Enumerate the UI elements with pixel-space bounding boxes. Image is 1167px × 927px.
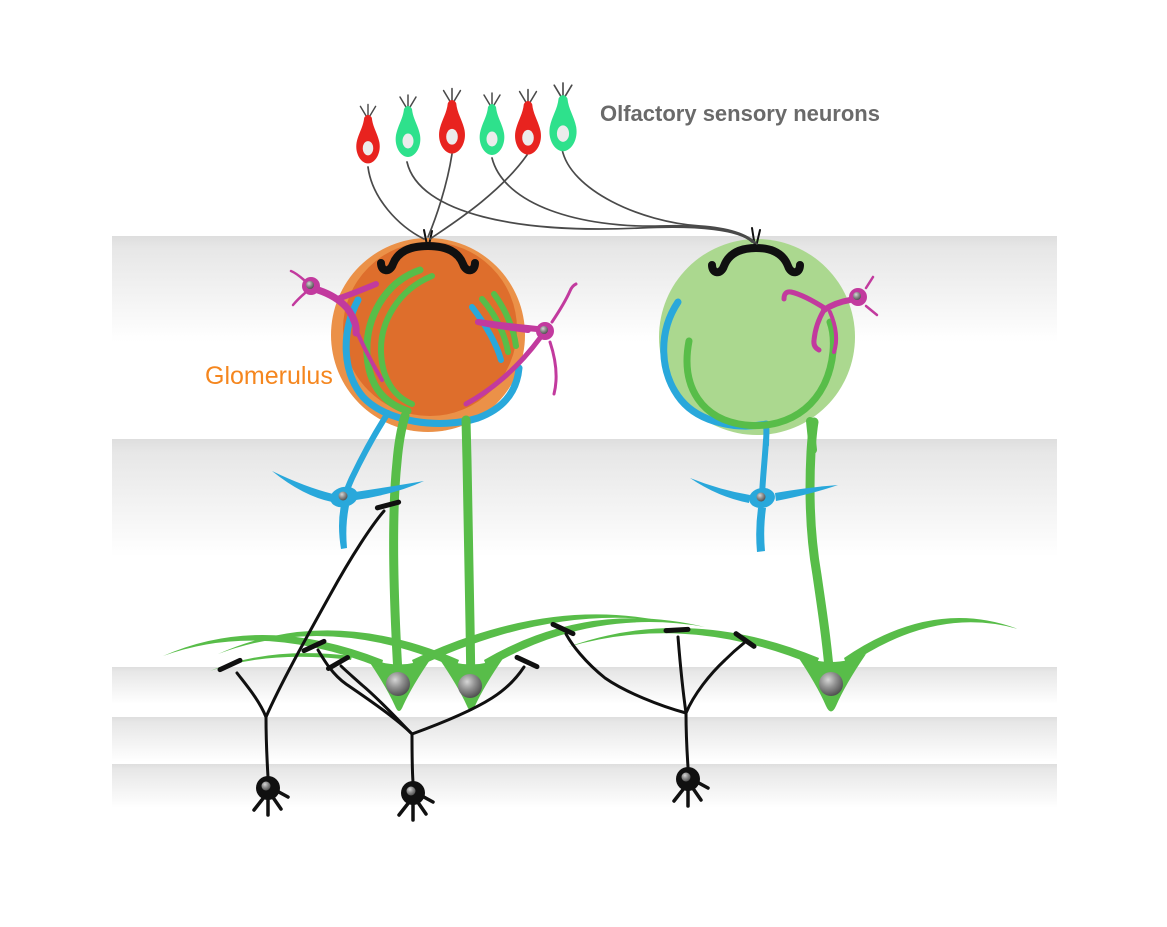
mitral-cells	[163, 411, 1018, 712]
sac-left-nucleus	[338, 491, 348, 501]
osn4-nucleus	[486, 131, 498, 147]
osn1-cilia	[359, 103, 377, 117]
osn-cell-1-red	[356, 103, 380, 164]
periglomerular-cell-left	[289, 269, 379, 337]
pg-mid-nucleus	[540, 326, 548, 334]
osn-cell-3-red	[439, 87, 465, 154]
glomerular-layer-band	[112, 236, 1057, 342]
granule-cell-2	[301, 638, 540, 822]
inhibitory-synapse-t3	[301, 638, 327, 654]
mitral2-nucleus	[458, 674, 482, 698]
sac-right-left-process	[690, 478, 750, 503]
osn2-nucleus	[402, 133, 414, 149]
glomerulus-right-green	[659, 239, 855, 435]
granule2-nucleus	[406, 786, 416, 796]
inhibitory-synapse-t2	[374, 499, 402, 511]
inhibitory-synapse-t4	[325, 655, 351, 671]
mitral-cell-layer-band	[112, 667, 1057, 704]
osn-label: Olfactory sensory neurons	[600, 101, 880, 126]
osn-cell-6-green	[549, 82, 577, 152]
osn1-nucleus	[362, 141, 374, 156]
short-axon-cell-right	[690, 437, 838, 552]
mitral3-nucleus	[819, 672, 843, 696]
mitral3-lateral-dendrite-right	[844, 617, 1018, 666]
osn-cell-2-green	[395, 94, 421, 157]
granule3-nucleus	[681, 772, 691, 782]
inhibitory-synapse-t6	[550, 621, 576, 637]
pg-right-nucleus	[853, 292, 861, 300]
sac-right-up-process	[759, 437, 769, 498]
sac-left-down-process	[339, 505, 349, 549]
osn-cell-4-green	[479, 92, 505, 155]
osn-cell-5-red	[515, 88, 541, 155]
sac-right-nucleus	[756, 492, 766, 502]
internal-plexiform-layer-band	[112, 717, 1057, 762]
inhibitory-synapse-t7	[663, 626, 691, 634]
osn4-axon	[491, 157, 755, 244]
tissue-layer-bands	[112, 236, 1057, 808]
osn6-cilia	[553, 82, 573, 98]
pg-left-nucleus	[306, 281, 314, 289]
sac-left-left-process	[272, 471, 333, 502]
terminal-arc-left	[377, 241, 479, 275]
sac-right-right-process	[775, 485, 838, 501]
osn5-axon	[429, 154, 528, 240]
mitral2-lateral-dendrite-right	[484, 618, 705, 668]
osn6-nucleus	[556, 125, 570, 142]
mitral1-lateral-dendrite-right	[412, 614, 662, 668]
granule-cell-3	[550, 621, 757, 808]
osn4-cilia	[483, 92, 501, 106]
mitral2-apical-dendrite	[461, 415, 476, 695]
periglomerular-cell-mid	[475, 282, 578, 396]
inhibitory-synapse-t8	[733, 631, 757, 649]
mitral1-lateral-dendrite-left	[163, 634, 383, 668]
olfactory-sensory-neurons	[356, 82, 577, 164]
osn3-nucleus	[446, 128, 458, 145]
osn5-nucleus	[522, 129, 534, 146]
osn6-axon	[561, 148, 758, 245]
glomerulus-left-orange	[331, 238, 525, 432]
glomerulus-label: Glomerulus	[205, 362, 333, 390]
osn-axons	[367, 148, 758, 245]
mitral3-apical-dendrite	[805, 417, 836, 695]
external-plexiform-layer-band	[112, 439, 1057, 557]
mitral1-apical-dendrite	[389, 411, 410, 695]
granule-cells	[217, 499, 757, 822]
short-axon-cell-left	[272, 410, 424, 549]
sac-left-right-process	[355, 481, 424, 500]
osn1-axon	[367, 166, 425, 240]
osn3-cilia	[442, 87, 462, 102]
periglomerular-cell-right	[781, 275, 879, 354]
inhibitory-synapse-t5	[514, 654, 540, 670]
terminal-arc-right	[708, 243, 804, 277]
osn2-cilia	[399, 94, 417, 108]
mitral3-lateral-dendrite-left	[568, 627, 819, 666]
inhibitory-synapse-t1	[217, 657, 243, 673]
osn2-axon	[406, 161, 753, 243]
granule-cell-1	[217, 499, 402, 817]
glomerulus-right-circle	[659, 239, 855, 435]
granule-cell-layer-band	[112, 764, 1057, 808]
mitral1-nucleus	[386, 672, 410, 696]
sac-right-down-process	[756, 508, 766, 552]
granule1-nucleus	[261, 781, 271, 791]
osn5-cilia	[518, 88, 538, 103]
